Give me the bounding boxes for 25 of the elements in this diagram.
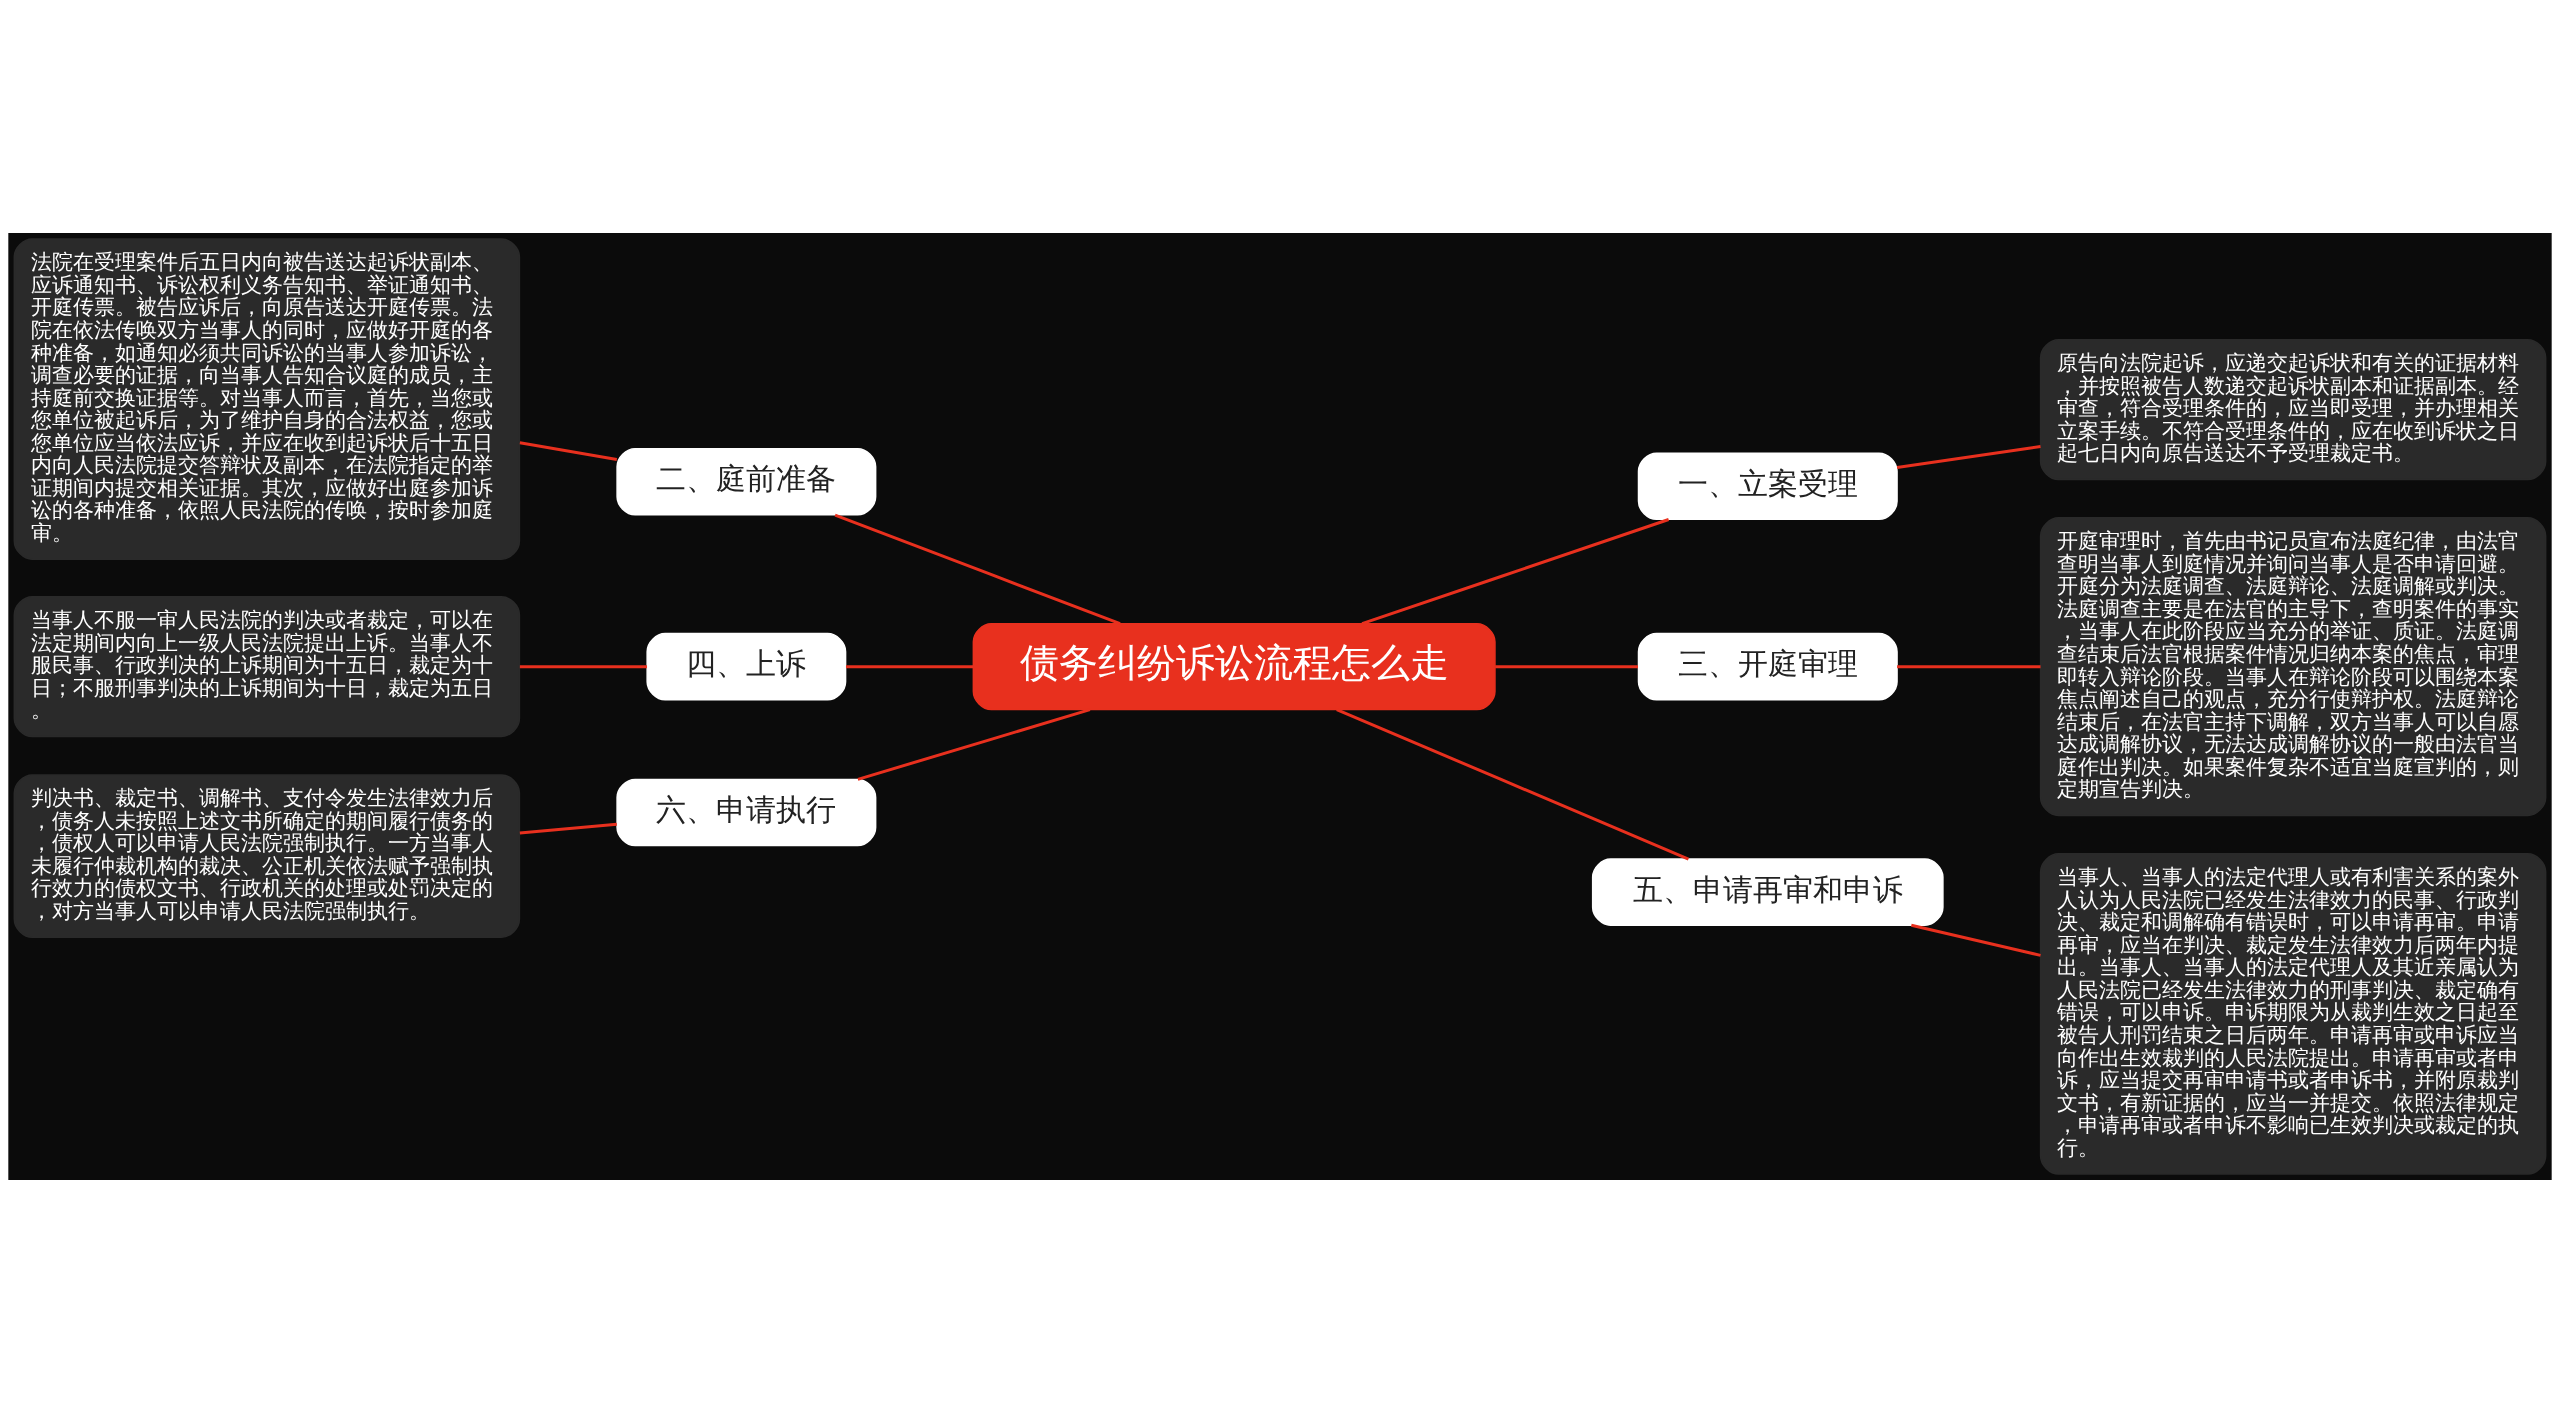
connector [834, 513, 1121, 626]
node-box: 四、上诉 [646, 632, 847, 701]
node-box: 债务纠纷诉讼流程怎么走 [972, 623, 1496, 711]
connector [1911, 923, 2041, 957]
node-box: 开庭审理时，首先由书记员宣布法庭纪律，由法官查明当事人到庭情况并询问当事人是否申请回避。开庭分为法庭调查、法庭辩论、法庭调解或判决。法庭调查主要是在法官的主导下，查明案件的事实，当事人在此阶段应当充分的举证、质证。法庭调查结束后法官根据案件情况归纳本案的焦点，审理即转入辩论阶段。当事人在辩论阶段可以围绕本案焦点阐述自己的观点，充分行使辩护权。法庭辩论结束后，在法官主持下调解，双方当事人可以自愿达成调解协议，无法达成调解协议的一般由法官当庭作出判决。如果案件复杂不适宜当庭宣判的，则定期宣告判决。 [2039, 517, 2547, 817]
connector [1896, 445, 2041, 469]
connector [1897, 665, 2041, 669]
connector [1336, 708, 1690, 861]
node-box: 一、立案受理 [1637, 452, 1898, 521]
connector [519, 822, 617, 835]
node-box: 当事人、当事人的法定代理人或有利害关系的案外人认为人民法院已经发生法律效力的民事、行政判决、裁定和调解确有错误时，可以申请再审。申请再审，应当在判决、裁定发生法律效力后两年内提出。当事人、当事人的法定代理人及其近亲属认为人民法院已经发生法律效力的刑事判决、裁定确有错误，可以申诉。申诉期限为从裁判生效之日起至被告人刑罚结束之日后两年。申请再审或申诉应当向作出生效裁判的人民法院提出。申请再审或者申诉，应当提交再审申请书或者申诉书，并附原裁判文书，有新证据的，应当一并提交。依照法律规定，申请再审或者申诉不影响已生效判决或裁定的执行。 [2039, 853, 2547, 1175]
node-box: 三、开庭审理 [1637, 632, 1898, 701]
node-box: 二、庭前准备 [616, 447, 877, 516]
node-box: 法院在受理案件后五日内向被告送达起诉状副本、应诉通知书、诉讼权利义务告知书、举证通知书、开庭传票。被告应诉后，向原告送达开庭传票。法院在依法传唤双方当事人的同时，应做好开庭的各种准备，如通知必须共同诉讼的当事人参加诉讼，调查必要的证据，向当事人告知合议庭的成员，主持庭前交换证据等。对当事人而言，首先，当您或您单位被起诉后，为了维护自身的合法权益，您或您单位应当依法应诉，并应在收到起诉状后十五日内向人民法院提交答辩状及副本，在法院指定的举证期间内提交相关证据。其次，应做好出庭参加诉讼的各种准备，依照人民法院的传唤，按时参加庭审。 [13, 238, 521, 560]
node-box: 六、申请执行 [616, 778, 877, 847]
node-box: 判决书、裁定书、调解书、支付令发生法律效力后，债务人未按照上述文书所确定的期间履行债务的，债权人可以申请人民法院强制执行。一方当事人未履行仲裁机构的裁决、公正机关依法赋予强制执行效力的债权文书、行政机关的处理或处罚决定的，对方当事人可以申请人民法院强制执行。 [13, 774, 521, 938]
connector [1361, 518, 1670, 626]
connector [857, 708, 1091, 781]
node-box: 五、申请再审和申诉 [1591, 858, 1944, 926]
connector [845, 665, 974, 669]
connector [1495, 665, 1638, 669]
node-box: 当事人不服一审人民法院的判决或者裁定，可以在法定期间内向上一级人民法院提出上诉。当事人不服民事、行政判决的上诉期间为十五日，裁定为十日；不服刑事判决的上诉期间为十日，裁定为五日。 [13, 596, 521, 738]
connector [519, 441, 618, 462]
node-box: 原告向法院起诉，应递交起诉状和有关的证据材料，并按照被告人数递交起诉状副本和证据副本。经审查，符合受理条件的，应当即受理，并办理相关立案手续。不符合受理条件的，应在收到诉状之日起七日内向原告送达不予受理裁定书。 [2039, 339, 2547, 481]
connector [519, 665, 647, 669]
